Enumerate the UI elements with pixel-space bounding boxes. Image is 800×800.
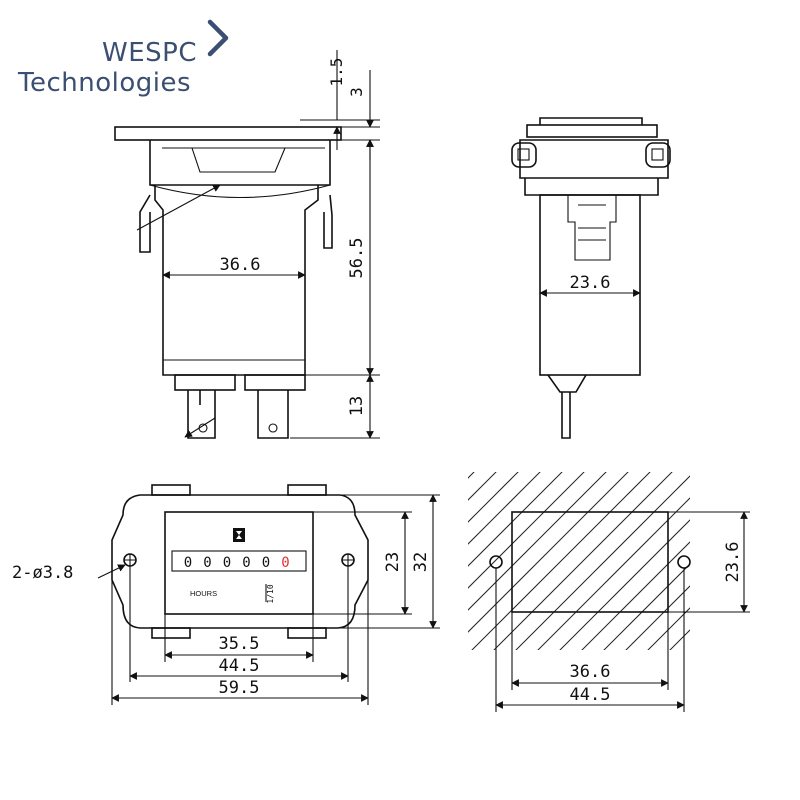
cutout-rect bbox=[511, 511, 669, 613]
dim-side-width: 23.6 bbox=[570, 273, 611, 293]
meter-housing bbox=[111, 494, 369, 629]
ratio-label: 1/10 bbox=[266, 584, 275, 603]
panel-cutout-view: 23.6 36.6 44.5 bbox=[468, 472, 750, 712]
counter-digit: 0 bbox=[203, 555, 211, 571]
hourglass-icon bbox=[233, 528, 245, 542]
dim-front-width: 36.6 bbox=[220, 255, 261, 275]
counter-digit: 0 bbox=[242, 555, 250, 571]
digit-counter bbox=[171, 550, 307, 572]
front-bezel bbox=[149, 140, 331, 186]
cutout-hole-left bbox=[489, 555, 503, 569]
dim-window-height: 23 bbox=[383, 552, 403, 572]
cutout-hole-right bbox=[677, 555, 691, 569]
dim-hole-spacing: 44.5 bbox=[219, 656, 260, 676]
front-clip-left bbox=[139, 194, 151, 253]
front-view: 36.6 1.5 3 56.5 13 bbox=[114, 50, 380, 439]
hours-label: HOURS bbox=[190, 589, 217, 598]
counter-digit: 0 bbox=[281, 555, 289, 571]
dim-overall-width: 59.5 bbox=[219, 678, 260, 698]
dim-hole-spec: 2-ø3.8 bbox=[12, 563, 73, 583]
side-body bbox=[539, 194, 641, 376]
side-view: 23.6 bbox=[511, 117, 671, 439]
counter-digit: 0 bbox=[262, 555, 270, 571]
dim-top-offset: 1.5 bbox=[327, 58, 346, 87]
dim-overall-height: 32 bbox=[411, 552, 431, 572]
dim-window-width: 35.5 bbox=[219, 634, 260, 654]
front-clip-right bbox=[323, 194, 333, 249]
terminal-right bbox=[257, 390, 289, 439]
panel-hatching bbox=[468, 472, 690, 650]
dim-terminal-length: 13 bbox=[347, 396, 367, 416]
dim-body-height: 56.5 bbox=[347, 238, 367, 279]
dim-cutout-height: 23.6 bbox=[723, 542, 743, 583]
terminal-left bbox=[187, 390, 216, 439]
counter-digit: 0 bbox=[223, 555, 231, 571]
dim-cutout-hole-spacing: 44.5 bbox=[570, 685, 611, 705]
side-flange bbox=[526, 124, 658, 138]
brand-subtitle: Technologies bbox=[18, 68, 192, 98]
brand-name: WESPC bbox=[102, 38, 197, 68]
chevron-right-icon bbox=[207, 19, 229, 57]
counter-digit: 0 bbox=[184, 555, 192, 571]
dim-cutout-width: 36.6 bbox=[570, 662, 611, 682]
dim-flange-thickness: 3 bbox=[347, 87, 366, 97]
front-rocker bbox=[162, 147, 325, 173]
front-body bbox=[154, 185, 319, 376]
meter-window bbox=[164, 511, 314, 615]
front-flange bbox=[114, 126, 342, 141]
